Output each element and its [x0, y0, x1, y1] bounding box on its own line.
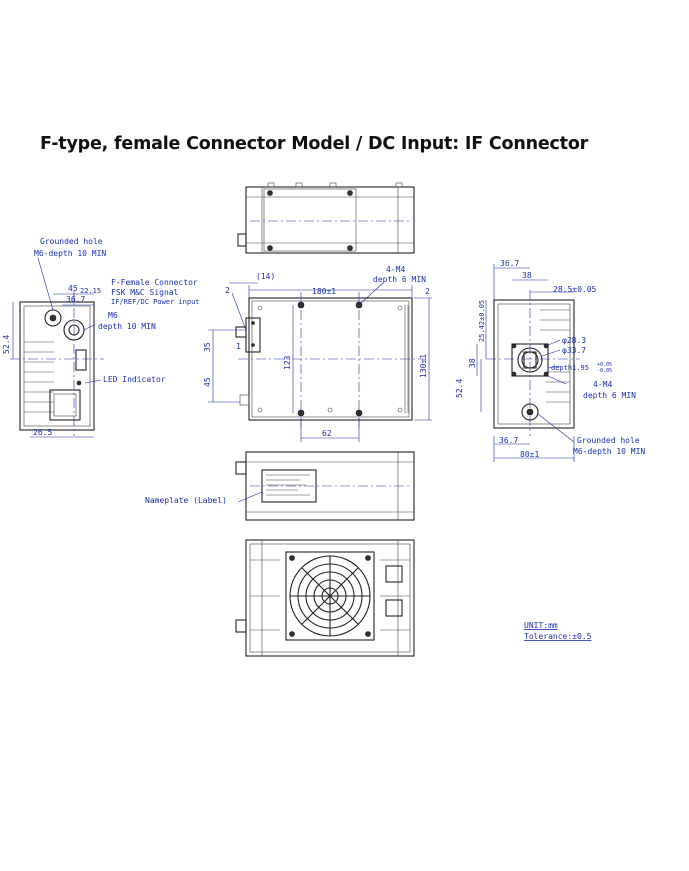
left-dim-52-4: 52.4: [2, 335, 11, 354]
right-grounded-hole-spec: M6-depth 10 MIN: [573, 447, 645, 456]
left-dim-22-15: 22.15: [80, 287, 101, 295]
front-dim-45: 45: [203, 377, 212, 387]
f-connector-label: F-Female Connector: [111, 278, 198, 287]
left-grounded-hole-label: Grounded hole: [40, 237, 103, 246]
front-dim-2-right: 2: [425, 287, 430, 296]
right-dim-36-7-bottom: 36.7: [499, 436, 518, 445]
front-dim-62: 62: [322, 429, 332, 438]
right-dim-28-5: 28.5±0.05: [553, 285, 597, 294]
tolerance-note: Tolerance:±0.5: [524, 632, 592, 641]
nameplate-label: Nameplate (Label): [145, 496, 227, 505]
right-phi-33-7: φ33.7: [562, 346, 586, 355]
right-m4-label: 4-M4: [593, 380, 612, 389]
left-m6-label: M6: [108, 311, 118, 320]
front-dim-14: (14): [256, 272, 275, 281]
front-dim-130: 130±1: [419, 354, 428, 378]
left-view: [10, 257, 104, 438]
right-depth-tol-plus: +0.05: [597, 362, 612, 368]
right-depth-label: depth1.95: [551, 364, 589, 372]
front-dim-2-left: 2: [225, 286, 230, 295]
right-dim-38-vertical: 38: [468, 358, 477, 368]
right-depth-tol-minus: -0.05: [597, 368, 612, 374]
right-dim-38: 38: [522, 271, 532, 280]
right-dim-52-4: 52.4: [455, 379, 464, 398]
front-m4-spec: depth 6 MIN: [373, 275, 426, 284]
f-connector-signal: FSK M&C Signal: [111, 288, 179, 297]
top-view: [237, 182, 415, 254]
right-m4-spec: depth 6 MIN: [583, 391, 636, 400]
unit-note: UNIT:mm: [524, 621, 558, 630]
front-dim-1: 1: [236, 342, 241, 351]
front-dim-123: 123: [283, 355, 292, 370]
right-phi-28-3: φ28.3: [562, 336, 586, 345]
left-grounded-hole-spec: M6-depth 10 MIN: [34, 249, 106, 258]
front-m4-label: 4-M4: [386, 265, 405, 274]
right-view: [476, 264, 580, 462]
right-grounded-hole-label: Grounded hole: [577, 436, 640, 445]
front-dim-180: 180±1: [312, 287, 336, 296]
front-dim-35: 35: [203, 342, 212, 352]
right-dim-25-42: 25.42±0.05: [478, 300, 486, 342]
left-m6-spec: depth 10 MIN: [98, 322, 156, 331]
left-dim-26-5: 26.5: [33, 428, 52, 437]
f-connector-inputs: IF/REF/DC Power input: [111, 298, 200, 306]
bottom-view: [235, 451, 415, 521]
front-view: [208, 282, 432, 442]
right-dim-36-7-top: 36.7: [500, 259, 519, 268]
page-title: F-type, female Connector Model / DC Inpu…: [40, 134, 589, 154]
left-dim-45: 45: [68, 284, 78, 293]
rear-view: [235, 539, 415, 657]
left-dim-36-7: 36.7: [66, 295, 85, 304]
right-dim-80: 80±1: [520, 450, 539, 459]
led-indicator-label: LED Indicator: [103, 375, 166, 384]
